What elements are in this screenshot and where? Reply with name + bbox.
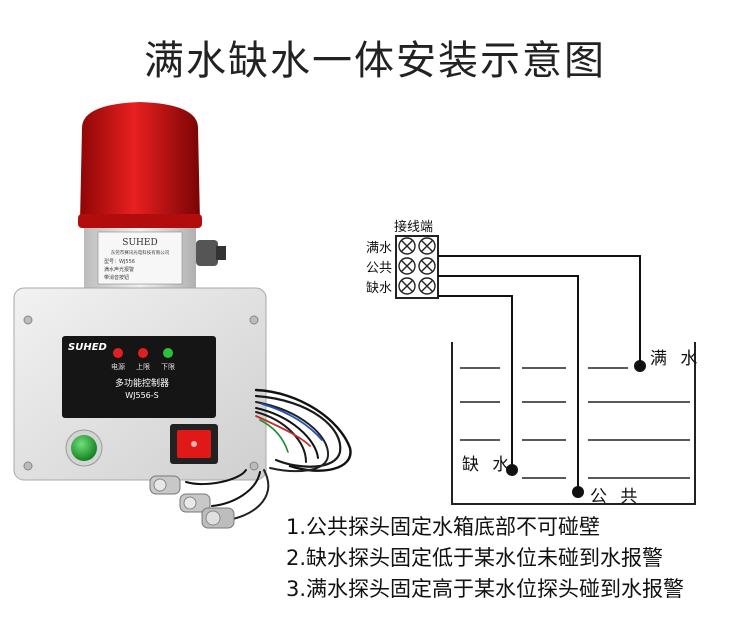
- probe-common-dot: [572, 486, 584, 498]
- control-box: SUHED 电源 上限 下限 多功能控制器 WJ556-S: [13, 287, 267, 481]
- terminal-label: 接线端: [394, 220, 434, 235]
- beacon-brand-text: SUHED: [122, 238, 157, 248]
- wire-low: [438, 295, 513, 470]
- wire-label-common: 公共: [366, 261, 393, 276]
- panel-brand-text: SUHED: [68, 342, 107, 353]
- lower-limit-indicator: [163, 348, 173, 358]
- note-3: 3.满水探头固定高于某水位探头碰到水报警: [286, 577, 685, 601]
- beacon-desc-text: 满水声光报警: [104, 266, 134, 273]
- probe-1: [149, 475, 181, 495]
- wire-common: [438, 275, 579, 492]
- beacon-light: SUHED 东莞市赛讯光电科技有限公司 型号：WJ556 满水声光报警 带消音按…: [78, 102, 226, 300]
- cable-bundle: [185, 388, 352, 521]
- controller-model-text: WJ556-S: [125, 391, 159, 400]
- page-title: 满水缺水一体安装示意图: [144, 38, 606, 84]
- controller-device: SUHED 东莞市赛讯光电科技有限公司 型号：WJ556 满水声光报警 带消音按…: [13, 102, 352, 529]
- water-level-lines: [460, 367, 690, 479]
- note-2: 2.缺水探头固定低于某水位未碰到水报警: [286, 546, 664, 570]
- beacon-note-text: 带消音按钮: [104, 274, 129, 281]
- install-notes: 1.公共探头固定水箱底部不可碰壁 2.缺水探头固定低于某水位未碰到水报警 3.满…: [286, 512, 684, 605]
- wire-full: [438, 255, 641, 366]
- probe-low-dot: [506, 464, 518, 476]
- probe-full-label: 满 水: [650, 349, 702, 369]
- green-button[interactable]: [71, 435, 97, 461]
- lower-limit-label: 下限: [161, 362, 175, 371]
- probe-full-dot: [634, 360, 646, 372]
- note-1: 1.公共探头固定水箱底部不可碰壁: [286, 515, 601, 539]
- power-indicator-label: 电源: [111, 362, 125, 371]
- beacon-model-text: 型号：WJ556: [104, 258, 135, 265]
- power-indicator: [113, 348, 123, 358]
- probe-3: [201, 507, 235, 529]
- probe-2: [179, 493, 211, 513]
- terminal-block: [395, 235, 439, 299]
- upper-limit-label: 上限: [136, 362, 150, 371]
- controller-name-text: 多功能控制器: [115, 377, 169, 389]
- beacon-company-text: 东莞市赛讯光电科技有限公司: [111, 249, 170, 256]
- wire-label-low: 缺水: [366, 281, 393, 296]
- probe-common-label: 公 共: [590, 487, 642, 507]
- upper-limit-indicator: [138, 348, 148, 358]
- wire-label-full: 满水: [366, 241, 393, 256]
- probe-low-label: 缺 水: [462, 455, 514, 475]
- water-tank: [451, 342, 696, 505]
